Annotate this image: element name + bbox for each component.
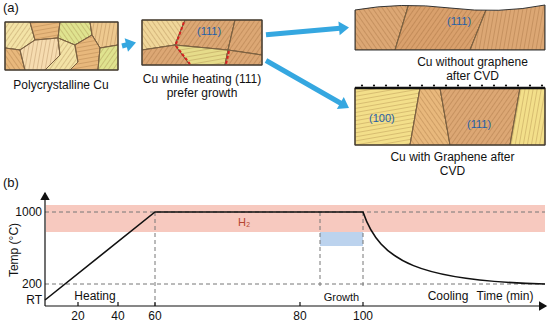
chart-label: Heating xyxy=(74,289,115,303)
axes xyxy=(45,193,546,306)
h2-band xyxy=(46,205,545,232)
chart-label: 100 xyxy=(353,309,373,323)
chart-label: 60 xyxy=(148,309,161,323)
chart-label: Cooling xyxy=(428,289,469,303)
arrow-head xyxy=(125,38,136,52)
process-arrow xyxy=(266,21,349,35)
process-arrow xyxy=(266,61,349,110)
chart-label: RT xyxy=(26,293,42,307)
sample-caption: Cu with Graphene after CVD xyxy=(390,150,515,178)
chart-label: (b) xyxy=(3,176,19,190)
grain-orientation: (111) xyxy=(467,118,491,130)
grain-orientation: (100) xyxy=(369,112,395,124)
chart-label: 80 xyxy=(293,309,306,323)
sample-caption: Cu while heating (111) prefer growth xyxy=(142,72,262,100)
grain-orientation: (111) xyxy=(447,15,471,27)
sample-caption: Cu without graphene after CVD xyxy=(410,55,535,83)
heating-grains xyxy=(142,20,262,65)
copper-sample: Polycrystalline Cu xyxy=(5,22,118,70)
copper-sample: (111)Cu while heating (111) prefer growt… xyxy=(142,20,262,65)
arrow-head xyxy=(337,97,349,109)
chart-label: 1000 xyxy=(15,205,42,219)
chart-label: Growth xyxy=(324,290,359,304)
chart-label: 200 xyxy=(22,277,42,291)
chart-label: 40 xyxy=(111,309,124,323)
sample-caption: Polycrystalline Cu xyxy=(11,78,111,92)
boundary-migration xyxy=(176,22,229,64)
copper-sample: (100)(111)Cu with Graphene after CVD xyxy=(355,88,545,145)
graphene-layer xyxy=(355,84,545,88)
arrow-shaft xyxy=(266,28,340,35)
annealed-grains xyxy=(355,0,545,50)
chart-label: 20 xyxy=(71,309,84,323)
chart-label: (a) xyxy=(3,1,19,15)
process-arrow xyxy=(122,38,136,52)
grain-orientation: (111) xyxy=(197,25,221,37)
arrow-shaft xyxy=(266,61,341,104)
guide-lines xyxy=(45,212,545,306)
temperature-curve xyxy=(45,212,545,300)
axis-title: Temp (°C) xyxy=(7,223,21,277)
rough-surface xyxy=(355,5,545,50)
chart-label: H₂ xyxy=(238,215,250,229)
polycrystal-grains xyxy=(5,22,118,70)
arrow-head xyxy=(338,21,349,35)
growth-window xyxy=(320,232,363,246)
chart-label: Time (min) xyxy=(477,289,534,303)
copper-sample: (111)Cu without graphene after CVD xyxy=(355,5,545,50)
graphene-grains xyxy=(355,88,545,145)
